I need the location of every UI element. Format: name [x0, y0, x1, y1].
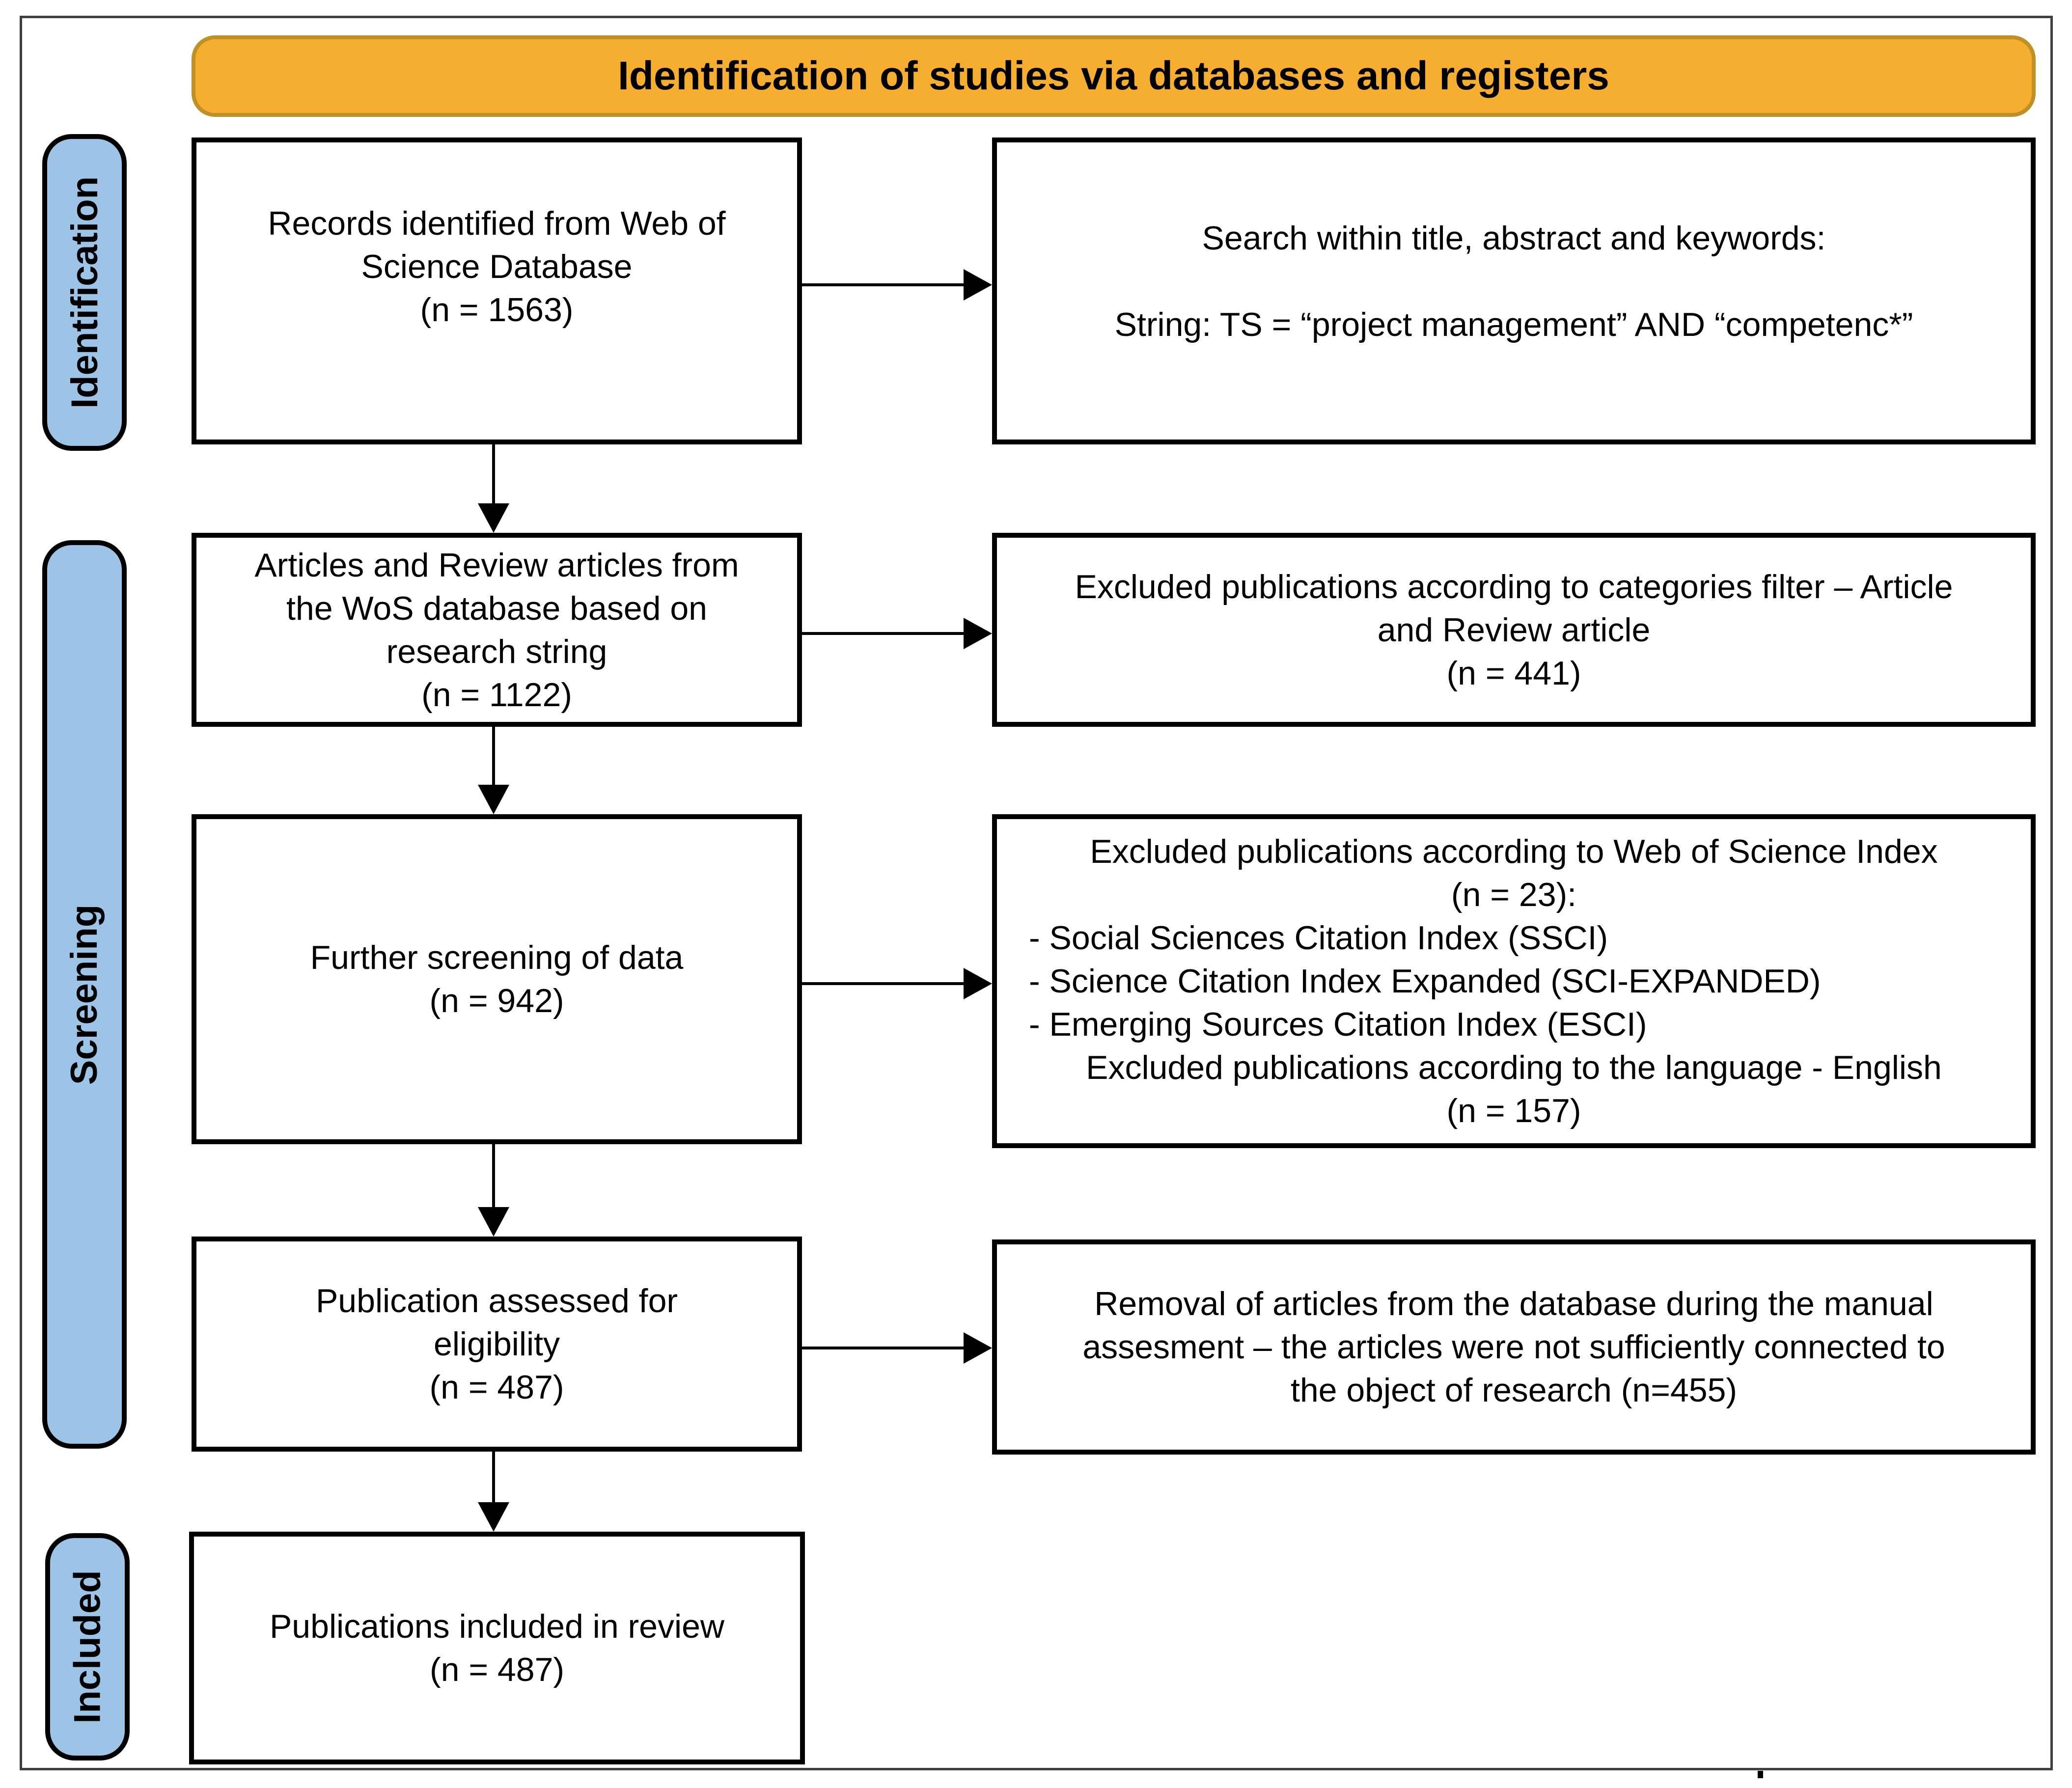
box-records-line: Records identified from Web of	[268, 204, 726, 242]
arrow-head-icon	[478, 1502, 509, 1532]
arrow-line	[492, 1452, 495, 1503]
box-excluded-categories-count: (n = 441)	[1446, 654, 1581, 692]
box-manual-removal-line: the object of research (n=455)	[1290, 1372, 1738, 1409]
arrow-head-icon	[478, 785, 509, 814]
box-articles-line: Articles and Review articles from	[254, 546, 739, 584]
box-excluded-index-item-esci: - Emerging Sources Citation Index (ESCI)	[1029, 1006, 1647, 1043]
box-further-screening: Further screening of data (n = 942)	[192, 814, 802, 1144]
arrow-line	[802, 1347, 964, 1349]
box-excluded-language-line: Excluded publications according to the l…	[1086, 1049, 1942, 1086]
stage-label-screening-text: Screening	[63, 904, 106, 1085]
box-further-screening-count: (n = 942)	[429, 982, 564, 1019]
diagram-outer-border	[20, 16, 2053, 1770]
stage-label-screening: Screening	[42, 540, 127, 1449]
box-excluded-language-count: (n = 157)	[1446, 1092, 1581, 1129]
box-manual-removal: Removal of articles from the database du…	[992, 1239, 2036, 1455]
box-included-in-review: Publications included in review (n = 487…	[189, 1532, 805, 1764]
box-articles-line: research string	[386, 633, 608, 670]
arrow-line	[492, 444, 495, 504]
box-search-line: Search within title, abstract and keywor…	[1202, 219, 1826, 257]
arrow-line	[492, 1144, 495, 1208]
box-manual-removal-line: Removal of articles from the database du…	[1094, 1285, 1934, 1322]
stage-label-included: Included	[45, 1533, 130, 1760]
box-assessed-line: eligibility	[434, 1325, 560, 1363]
box-excluded-index-line: Excluded publications according to Web o…	[1090, 833, 1938, 870]
arrow-line	[802, 982, 964, 985]
arrow-head-icon	[478, 503, 509, 533]
header-title: Identification of studies via databases …	[618, 54, 1609, 98]
box-excluded-categories-line: Excluded publications according to categ…	[1075, 568, 1953, 605]
box-further-screening-line: Further screening of data	[310, 939, 684, 976]
box-records-identified: Records identified from Web of Science D…	[192, 138, 802, 444]
header-banner: Identification of studies via databases …	[192, 35, 2036, 117]
box-search-string-line: String: TS = “project management” AND “c…	[1114, 305, 1913, 343]
arrow-line	[802, 283, 964, 286]
box-excluded-index-count: (n = 23):	[1451, 876, 1577, 913]
box-assessed-line: Publication assessed for	[315, 1282, 678, 1320]
box-manual-removal-line: assesment – the articles were not suffic…	[1082, 1328, 1945, 1366]
box-assessed-eligibility: Publication assessed for eligibility (n …	[192, 1237, 802, 1452]
stage-label-identification: Identification	[42, 134, 127, 451]
arrow-head-icon	[964, 968, 992, 999]
box-excluded-categories: Excluded publications according to categ…	[992, 533, 2036, 727]
arrow-head-icon	[478, 1207, 509, 1237]
box-articles-line: the WoS database based on	[286, 589, 707, 627]
arrow-head-icon	[964, 618, 992, 649]
arrow-line	[492, 727, 495, 786]
box-excluded-categories-line: and Review article	[1377, 611, 1651, 649]
box-articles-count: (n = 1122)	[421, 676, 572, 714]
box-excluded-index-item-ssci: - Social Sciences Citation Index (SSCI)	[1029, 919, 1608, 957]
stage-label-included-text: Included	[66, 1570, 109, 1724]
box-assessed-count: (n = 487)	[429, 1369, 564, 1406]
box-excluded-index-item-sci-expanded: - Science Citation Index Expanded (SCI-E…	[1029, 963, 1821, 1000]
box-included-count: (n = 487)	[429, 1651, 565, 1688]
arrow-head-icon	[964, 1332, 992, 1364]
box-articles-reviews: Articles and Review articles from the Wo…	[192, 533, 802, 727]
box-search-string: Search within title, abstract and keywor…	[992, 138, 2036, 444]
box-excluded-index: Excluded publications according to Web o…	[992, 814, 2036, 1148]
stray-period-mark	[1758, 1771, 1763, 1778]
arrow-head-icon	[964, 269, 992, 301]
box-records-count: (n = 1563)	[420, 291, 574, 329]
box-records-line: Science Database	[361, 248, 633, 285]
arrow-line	[802, 632, 964, 635]
stage-label-identification-text: Identification	[63, 176, 106, 409]
box-included-line: Publications included in review	[269, 1608, 725, 1645]
